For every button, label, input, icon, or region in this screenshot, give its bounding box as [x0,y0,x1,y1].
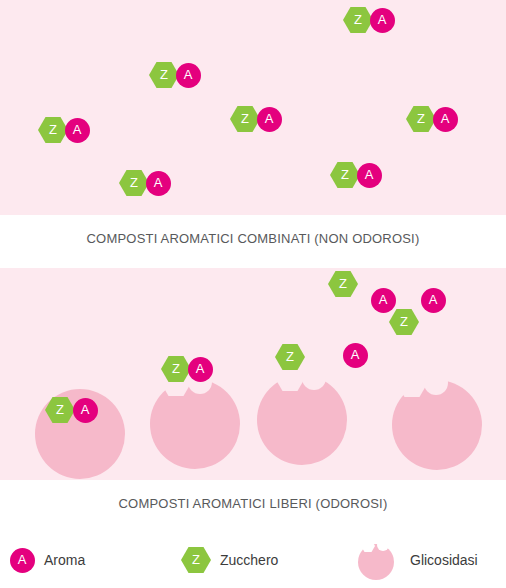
node-letter: A [378,13,387,27]
hexagon-fill [328,271,358,297]
circle-fill [433,107,458,132]
aroma-circle: A [343,343,368,368]
hexagon-fill [149,62,179,88]
enzyme-shape [35,389,125,479]
node-letter: A [441,112,450,126]
node-letter: A [196,362,205,376]
node-letter: Z [172,362,180,376]
aroma-circle: A [370,8,395,33]
sugar-hexagon: Z [330,162,360,188]
node-letter: Z [56,403,64,417]
enzyme-notch [424,371,448,395]
aroma-circle: A [257,107,282,132]
circle-fill [176,63,201,88]
node-letter: A [81,403,90,417]
circle-fill [371,288,396,313]
node-letter: Z [286,350,294,364]
node-letter: Z [241,112,249,126]
aroma-circle: A [73,398,98,423]
panel-band: COMPOSTI AROMATICI COMBINATI (NON ODOROS… [0,0,506,215]
enzyme-shape [257,375,347,465]
swatch-notch [361,540,375,552]
aroma-circle: A [146,171,171,196]
node-letter: A [429,293,438,307]
hexagon-fill [343,7,373,33]
enzyme-notch [397,371,427,397]
legend-label: Glicosidasi [410,551,478,569]
circle-fill [146,171,171,196]
aroma-circle: A [65,118,90,143]
circle-fill [357,163,382,188]
sugar-hexagon: Z [389,309,419,335]
sugar-hexagon: Z [149,62,179,88]
hexagon-fill [161,356,191,382]
node-letter: Z [341,168,349,182]
circle-fill [65,118,90,143]
aroma-circle: A [421,288,446,313]
circle-fill [421,288,446,313]
caption-text: COMPOSTI AROMATICI COMBINATI (NON ODOROS… [0,231,506,247]
circle-fill [188,357,213,382]
sugar-hexagon: Z [328,271,358,297]
legend-label: Zucchero [220,551,278,569]
circle-fill [370,8,395,33]
hexagon-fill [119,170,149,196]
node-letter: Z [49,123,57,137]
enzyme-notch [275,365,305,391]
aroma-circle: A [357,163,382,188]
node-letter: Z [160,68,168,82]
panel-band: COMPOSTI AROMATICI LIBERI (ODOROSI)ZAZAZ… [0,268,506,480]
node-letter: Z [417,112,425,126]
legend-letter: A [2,553,42,567]
node-letter: A [265,112,274,126]
node-letter: Z [339,277,347,291]
circle-fill [257,107,282,132]
sugar-hexagon: Z [161,356,191,382]
legend-label: Aroma [44,551,85,569]
node-letter: A [184,68,193,82]
sugar-hexagon: Z [45,397,75,423]
node-letter: A [379,293,388,307]
node-letter: A [351,348,360,362]
aroma-circle: A [433,107,458,132]
node-letter: Z [130,176,138,190]
sugar-hexagon: Z [406,106,436,132]
hexagon-fill [38,117,68,143]
enzyme-notch [188,370,212,394]
aroma-circle: A [176,63,201,88]
node-letter: Z [354,13,362,27]
circle-fill [73,398,98,423]
hexagon-fill [230,106,260,132]
swatch-notch [377,539,389,551]
enzyme-shape [392,380,482,470]
node-letter: A [73,123,82,137]
sugar-hexagon: Z [275,344,305,370]
hexagon-fill [45,397,75,423]
legend-swatch [354,540,398,580]
sugar-hexagon: Z [343,7,373,33]
hexagon-fill [389,309,419,335]
hexagon-fill [330,162,360,188]
sugar-hexagon: Z [230,106,260,132]
enzyme-shape [150,379,240,469]
node-letter: Z [400,315,408,329]
node-letter: A [365,168,374,182]
node-letter: A [154,176,163,190]
legend-letter: Z [176,553,216,567]
sugar-hexagon: Z [119,170,149,196]
enzyme-notch [302,366,326,390]
sugar-hexagon: Z [38,117,68,143]
hexagon-fill [275,344,305,370]
circle-fill [343,343,368,368]
hexagon-fill [406,106,436,132]
aroma-circle: A [188,357,213,382]
caption-text: COMPOSTI AROMATICI LIBERI (ODOROSI) [0,496,506,512]
aroma-circle: A [371,288,396,313]
enzyme-notch [161,370,191,396]
enzyme-group [35,365,482,479]
